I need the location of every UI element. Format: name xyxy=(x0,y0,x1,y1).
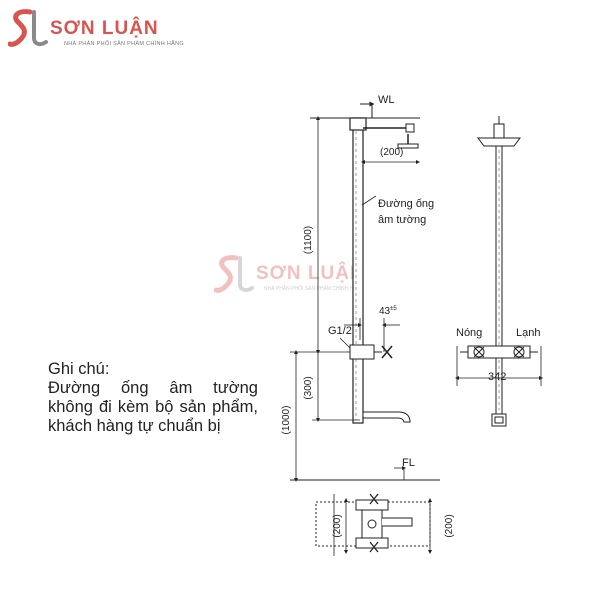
spacing-dimension: 43±5 xyxy=(379,306,397,317)
fl-line xyxy=(290,466,440,481)
note-title: Ghi chú: xyxy=(48,360,110,378)
brand-name: SƠN LUẬN xyxy=(50,18,159,39)
note-body: Đường ống âm tường không đi kèm bộ sản p… xyxy=(48,379,258,435)
watermark-mark-icon xyxy=(213,255,254,293)
mixer-valve-side xyxy=(349,344,393,360)
tub-spout-side xyxy=(362,411,411,423)
pipe-label-line2: âm tường xyxy=(378,214,426,226)
brand-logo: SƠN LUẬN NHÀ PHÂN PHỐI SẢN PHẨM CHÍNH HÃ… xyxy=(8,8,248,54)
cold-label: Lạnh xyxy=(516,327,540,339)
width-dimension: 342 xyxy=(488,371,506,383)
shower-head-side xyxy=(363,123,419,149)
hot-label: Nóng xyxy=(456,327,482,339)
pipe-label-line1: Đường ống xyxy=(378,198,434,210)
plan-view xyxy=(315,493,432,556)
wl-line xyxy=(310,101,420,119)
watermark-tagline: NHÀ PHÂN PHỐI SẢN PHẨM CHÍNH HÃNG xyxy=(264,286,365,292)
thread-label: G1/2 xyxy=(328,325,352,337)
plan-left-dimension: (200) xyxy=(332,514,343,537)
brand-tagline: NHÀ PHÂN PHỐI SẢN PHẨM CHÍNH HÃNG xyxy=(64,41,184,47)
riser-pipe xyxy=(349,117,367,424)
wl-label: WL xyxy=(378,94,395,106)
lower-dimension: (1000) xyxy=(281,406,292,435)
front-view xyxy=(455,116,543,427)
logo-mark-icon xyxy=(8,9,48,47)
plan-right-dimension: (200) xyxy=(444,514,455,537)
mid-dimension: (300) xyxy=(303,376,314,399)
watermark-logo: SƠN LUẬN NHÀ PHÂN PHỐI SẢN PHẨM CHÍNH HÃ… xyxy=(213,254,394,302)
arm-dimension: (200) xyxy=(380,147,403,158)
watermark-name: SƠN LUẬN xyxy=(256,263,365,284)
upper-dimension: (1100) xyxy=(303,226,314,254)
vertical-dimension-chain xyxy=(290,116,360,482)
installation-note: Ghi chú: Đường ống âm tường không đi kèm… xyxy=(48,360,258,436)
fl-label: FL xyxy=(402,457,415,469)
